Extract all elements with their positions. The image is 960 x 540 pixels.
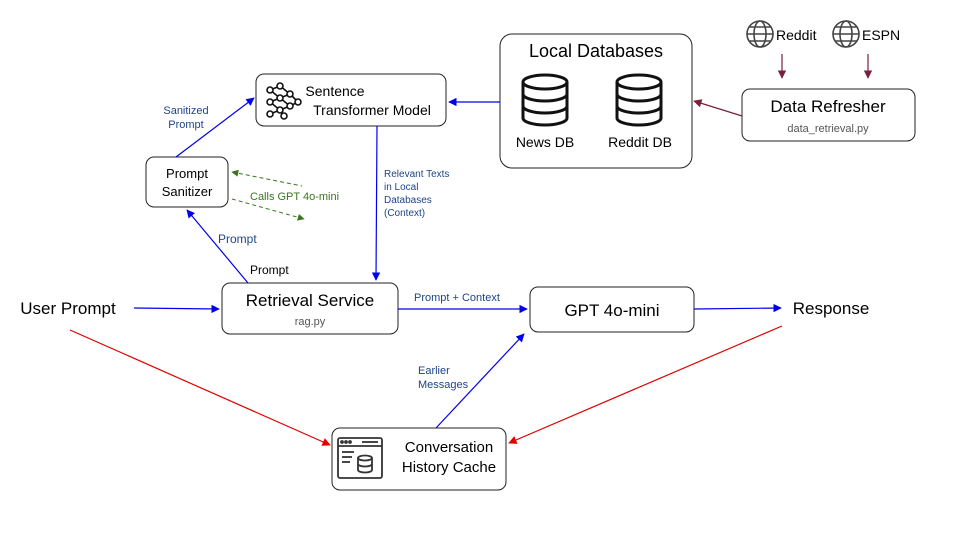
edge-calls-gpt-return — [231, 169, 303, 187]
user-prompt-label: User Prompt — [20, 299, 116, 318]
edge-label-prompt-context: Prompt + Context — [414, 292, 500, 304]
globe-icon — [746, 20, 774, 48]
news-db-label: News DB — [516, 134, 574, 150]
local-databases-title: Local Databases — [529, 41, 663, 61]
edge-label-relevant-texts-4: (Context) — [384, 208, 425, 219]
edge-label-earlier-messages-2: Messages — [418, 379, 469, 391]
edge-calls-gpt-out — [231, 198, 305, 221]
edge-cache-to-gpt — [435, 333, 525, 429]
edge-response-to-cache — [508, 325, 783, 444]
edge-label-relevant-texts-3: Databases — [384, 195, 432, 206]
reddit-source-label: Reddit — [776, 27, 817, 43]
sentence-model-line1: Sentence — [305, 83, 364, 99]
database-icon — [521, 73, 569, 127]
conversation-cache-line2: History Cache — [402, 459, 496, 476]
data-refresher-title: Data Refresher — [770, 97, 886, 116]
gpt-node: GPT 4o-mini — [529, 286, 695, 333]
retrieval-service-node: Retrieval Service rag.py — [221, 282, 399, 335]
conversation-cache-node: Conversation History Cache — [331, 427, 507, 491]
edge-label-relevant-texts-1: Relevant Texts — [384, 169, 449, 180]
local-databases-node: Local Databases News DB Reddit DB — [499, 33, 693, 169]
edge-label-sanitized-prompt-1: Sanitized — [163, 105, 208, 117]
edge-user-to-cache — [69, 329, 331, 446]
data-refresher-node: Data Refresher data_retrieval.py — [741, 88, 916, 142]
edge-label-prompt-up: Prompt — [218, 232, 257, 246]
edge-user-to-retrieval — [133, 304, 220, 314]
prompt-sanitizer-node: Prompt Sanitizer — [145, 156, 229, 208]
edge-retrieval-to-sanitizer — [186, 209, 249, 284]
gpt-title: GPT 4o-mini — [564, 301, 659, 320]
cache-window-icon — [337, 437, 383, 479]
edge-label-prompt-in: Prompt — [250, 263, 289, 277]
globe-icon — [832, 20, 860, 48]
conversation-cache-line1: Conversation — [405, 439, 493, 456]
edge-gpt-to-response — [693, 303, 782, 313]
edge-label-calls-gpt: Calls GPT 4o-mini — [250, 191, 339, 203]
sentence-transformer-node: Sentence Transformer Model — [255, 73, 447, 127]
retrieval-service-file: rag.py — [295, 316, 326, 328]
response-label: Response — [793, 299, 870, 318]
edge-sanitizer-to-model — [175, 97, 255, 158]
neural-network-icon — [266, 82, 302, 120]
retrieval-service-title: Retrieval Service — [246, 291, 375, 310]
reddit-db-label: Reddit DB — [608, 134, 672, 150]
database-icon — [615, 73, 663, 127]
sentence-model-line2: Transformer Model — [313, 102, 431, 118]
data-refresher-file: data_retrieval.py — [787, 123, 869, 135]
edge-label-sanitized-prompt-2: Prompt — [168, 119, 203, 131]
edge-model-to-retrieval — [371, 125, 381, 281]
espn-source-label: ESPN — [862, 27, 900, 43]
edge-refresher-to-databases — [693, 99, 743, 117]
edge-label-earlier-messages-1: Earlier — [418, 365, 450, 377]
prompt-sanitizer-line2: Sanitizer — [162, 184, 213, 199]
prompt-sanitizer-line1: Prompt — [166, 166, 208, 181]
edge-label-relevant-texts-2: in Local — [384, 182, 418, 193]
